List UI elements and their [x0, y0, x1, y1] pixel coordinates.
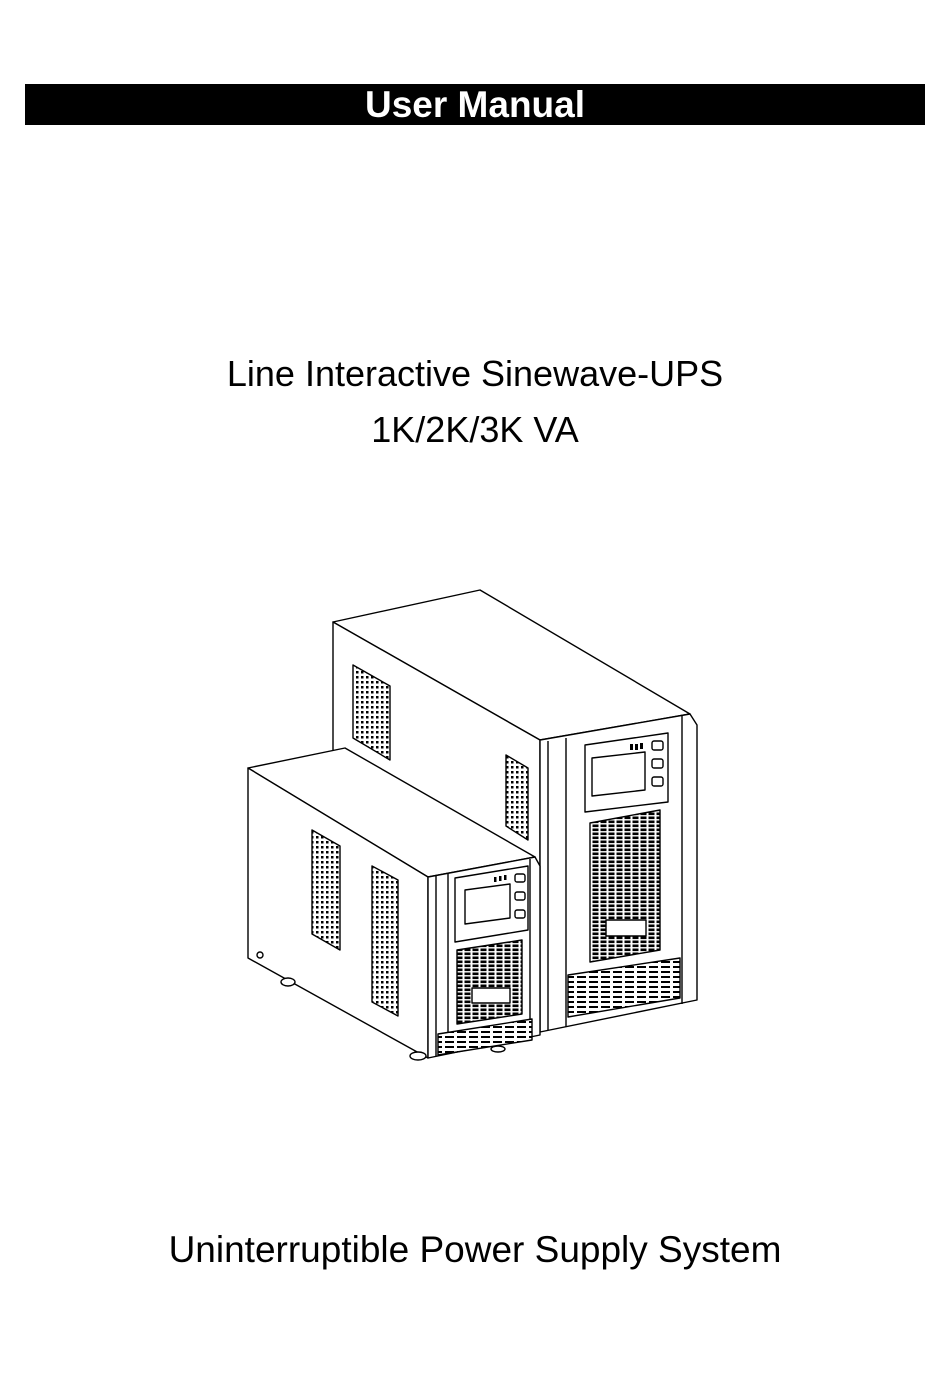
title-banner: User Manual: [25, 84, 925, 125]
large-button-up: [651, 740, 664, 751]
large-button-down: [651, 758, 664, 769]
footer-tagline: Uninterruptible Power Supply System: [168, 1229, 782, 1270]
ups-illustration: [247, 589, 698, 1061]
small-lcd-display: [464, 883, 511, 925]
product-capacity: 1K/2K/3K VA: [371, 409, 579, 450]
small-ups-unit: [247, 747, 541, 1061]
small-button-down: [514, 891, 526, 901]
small-indicator-leds: [494, 875, 507, 882]
small-button-enter: [514, 909, 526, 919]
large-indicator-leds: [630, 743, 643, 750]
small-button-up: [514, 873, 526, 883]
product-name: Line Interactive Sinewave-UPS: [226, 353, 724, 394]
document-title: User Manual: [364, 84, 585, 125]
large-button-enter: [651, 776, 664, 787]
large-lcd-display: [591, 751, 646, 797]
